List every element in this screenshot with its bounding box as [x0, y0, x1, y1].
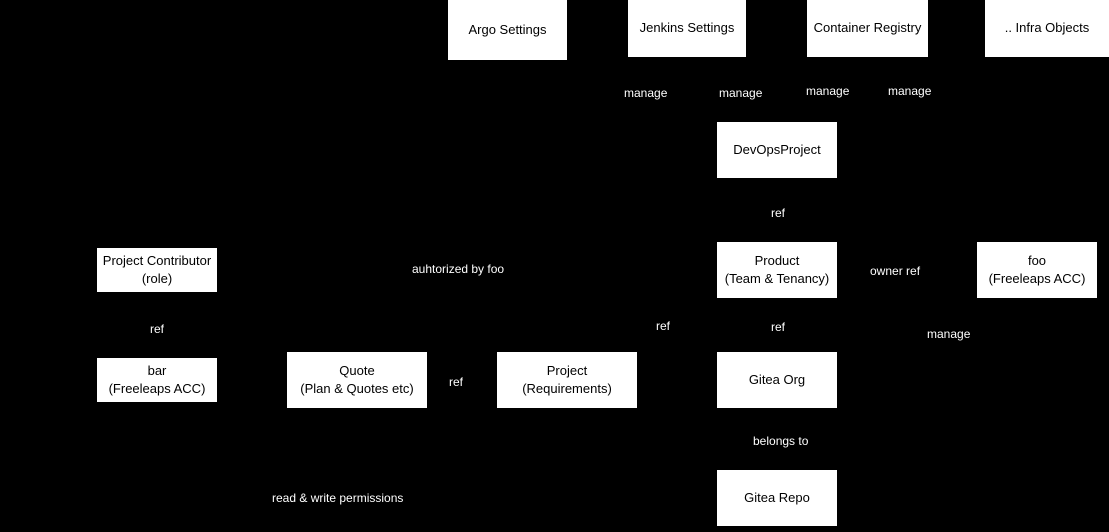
node-argo-settings: Argo Settings [448, 0, 567, 60]
node-gitea-repo: Gitea Repo [717, 470, 837, 526]
node-bar-freeleaps-acc-label: bar [147, 362, 167, 378]
edge-label-ref-product-gitea-org: ref [769, 319, 788, 336]
node-infra-objects-label: .. Infra Objects [1004, 20, 1090, 36]
node-container-registry-label: Container Registry [813, 20, 922, 36]
node-container-registry: Container Registry [807, 0, 928, 57]
node-jenkins-settings-label: Jenkins Settings [639, 20, 735, 36]
edge-label-ref-quote-project: ref [447, 374, 466, 391]
edge-label-ref-contributor-bar: ref [148, 321, 167, 338]
node-infra-objects: .. Infra Objects [985, 0, 1109, 57]
node-quote: Quote (Plan & Quotes etc) [287, 352, 427, 408]
edge-label-manage-jenkins: manage [717, 85, 765, 102]
node-product-label: Product [754, 252, 800, 268]
node-project-contributor-label: Project Contributor [102, 252, 212, 268]
node-gitea-org-label: Gitea Org [748, 371, 806, 387]
node-project-requirements-label: (Requirements) [522, 381, 612, 396]
node-bar-freeleaps-acc-label: (Freeleaps ACC) [108, 381, 206, 396]
node-project-contributor: Project Contributor (role) [97, 248, 217, 292]
edge-label-ref-project-product: ref [654, 318, 673, 335]
node-foo-freeleaps-acc-label: (Freeleaps ACC) [988, 271, 1086, 286]
node-product-label: (Team & Tenancy) [724, 271, 830, 286]
node-argo-settings-label: Argo Settings [468, 21, 547, 37]
node-devops-project-label: DevOpsProject [733, 141, 821, 157]
node-devops-project: DevOpsProject [717, 122, 837, 178]
node-gitea-org: Gitea Org [717, 352, 837, 408]
edge-label-belongs-to: belongs to [751, 433, 811, 450]
edge-label-manage-argo: manage [622, 85, 670, 102]
edge-label-manage-registry: manage [804, 83, 852, 100]
node-project-requirements-label: Project [546, 362, 588, 378]
node-foo-freeleaps-acc: foo (Freeleaps ACC) [977, 242, 1097, 298]
node-gitea-repo-label: Gitea Repo [744, 489, 810, 505]
node-project-requirements: Project (Requirements) [497, 352, 637, 408]
node-jenkins-settings: Jenkins Settings [628, 0, 746, 57]
node-bar-freeleaps-acc: bar (Freeleaps ACC) [97, 358, 217, 402]
edge-label-ref-devops-product: ref [769, 205, 788, 222]
node-product: Product (Team & Tenancy) [717, 242, 837, 298]
edge-label-manage-infra: manage [886, 83, 934, 100]
node-quote-label: (Plan & Quotes etc) [300, 381, 414, 396]
edge-label-authorized-by-foo: auhtorized by foo [410, 261, 507, 278]
edge-label-read-write-permissions: read & write permissions [270, 490, 406, 507]
node-foo-freeleaps-acc-label: foo [1027, 252, 1047, 268]
edge-label-manage-foo-gitea: manage [925, 326, 973, 343]
node-quote-label: Quote [339, 362, 375, 378]
node-project-contributor-label: (role) [141, 271, 173, 286]
edge-label-owner-ref: owner ref [868, 263, 923, 280]
